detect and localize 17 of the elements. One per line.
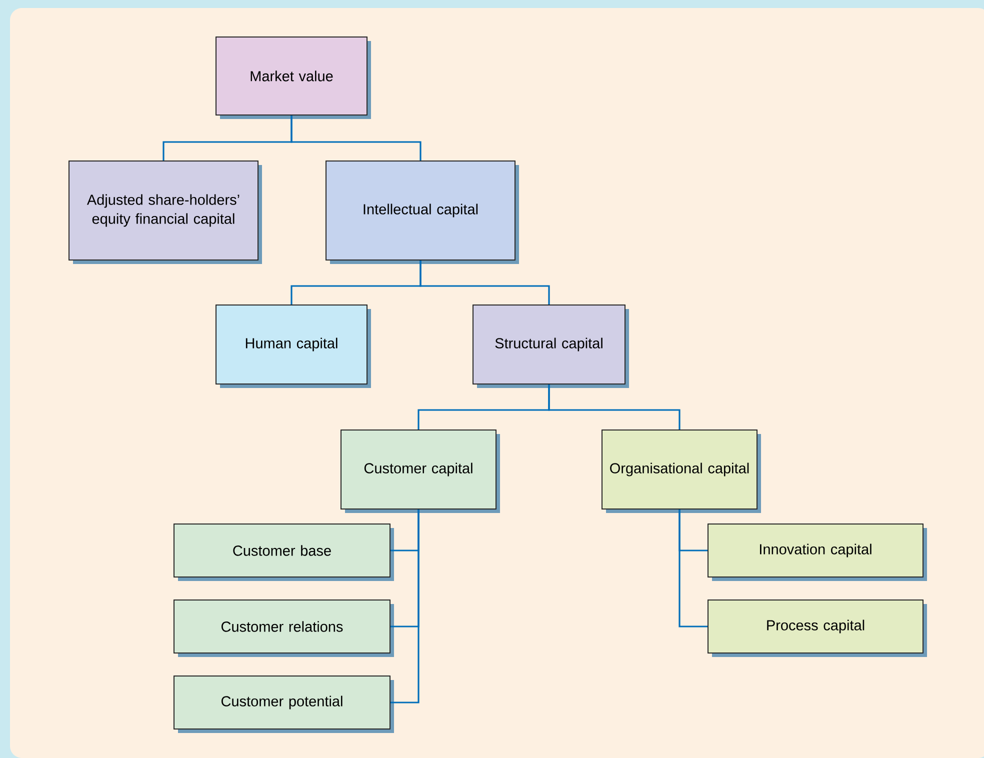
concept-box: Structural capital	[472, 304, 629, 388]
concept-box: Customer base	[174, 524, 394, 581]
concept-box: Customer potential	[174, 676, 394, 733]
concept-box: Customer relations	[174, 600, 394, 657]
connector-line	[548, 384, 680, 430]
concept-box: Customer capital	[340, 430, 500, 513]
concept-box: Organisational capital	[602, 430, 761, 513]
concept-box: Adjusted share-holders’ equity financial capital	[68, 160, 262, 264]
connector-line	[678, 510, 708, 628]
concept-box: Innovation capital	[708, 524, 927, 581]
connector-line	[420, 260, 550, 304]
connector-line	[290, 116, 422, 160]
concept-box: Market value	[216, 36, 371, 119]
connector-line	[390, 510, 420, 704]
concept-box: Intellectual capital	[326, 160, 519, 264]
concept-box: Human capital	[216, 304, 371, 388]
concept-box: Process capital	[708, 600, 927, 657]
